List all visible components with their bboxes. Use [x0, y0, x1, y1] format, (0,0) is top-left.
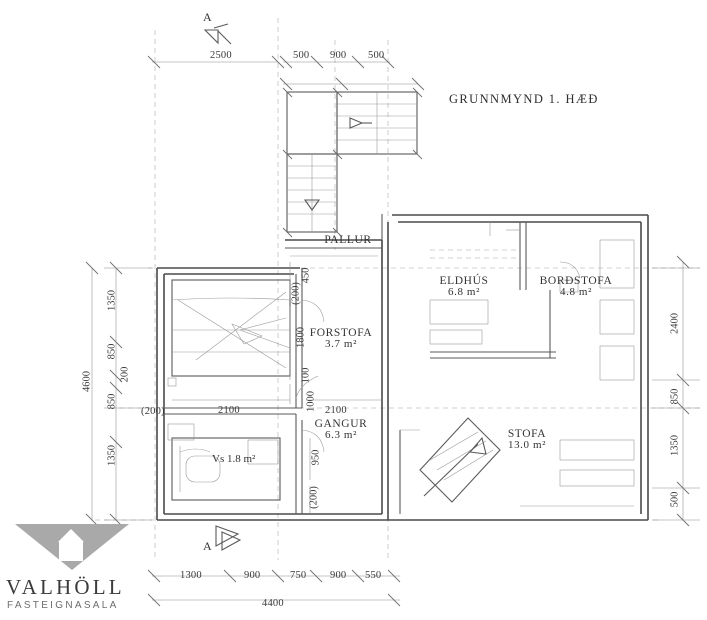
- dim-left-850-bottom: 850: [106, 393, 118, 410]
- dim-top-900: 900: [330, 50, 347, 61]
- room-label-forstofa: FORSTOFA 3.7 m²: [300, 327, 382, 351]
- dim-left-850-top: 850: [106, 343, 118, 360]
- dim-interior-2100-left: 2100: [218, 405, 240, 416]
- dim-bottom-total-4400: 4400: [262, 598, 284, 609]
- exterior-walls: [156, 214, 649, 521]
- room-area: 6.8 m²: [448, 286, 480, 299]
- deck-and-stairs: [282, 87, 423, 238]
- room-name: GANGUR: [314, 418, 368, 430]
- dim-bottom-900-a: 900: [244, 570, 261, 581]
- logo-house-roof-icon: [58, 529, 84, 542]
- wc-area-label: Vs 1.8 m²: [212, 453, 256, 465]
- room-area: 6.3 m²: [325, 429, 357, 442]
- dim-bottom-900-b: 900: [330, 570, 347, 581]
- logo-tagline-text: FASTEIGNASALA: [7, 600, 119, 611]
- door-swings: [295, 268, 325, 453]
- dim-interior-200-c: (200): [308, 486, 320, 509]
- dim-right-850: 850: [669, 388, 681, 405]
- dim-interior-1000: 1000: [305, 391, 317, 413]
- dim-top-500-b: 500: [368, 50, 385, 61]
- dim-top-2500: 2500: [210, 50, 232, 61]
- logo-house-body-icon: [59, 541, 83, 561]
- dim-interior-2100-right: 2100: [325, 405, 347, 416]
- dim-left-1350-top: 1350: [106, 290, 118, 312]
- section-marker-bottom-label: A: [203, 539, 212, 553]
- top-dimension-chain: [147, 55, 425, 91]
- dim-right-1350: 1350: [669, 435, 681, 457]
- room-name: FORSTOFA: [309, 327, 373, 339]
- room-area: 13.0 m²: [507, 439, 547, 452]
- interior-dimension-lines: [172, 262, 382, 514]
- dim-bottom-1300: 1300: [180, 570, 202, 581]
- dim-interior-1800: 1800: [295, 327, 307, 349]
- room-label-gangur: GANGUR 6.3 m²: [303, 418, 379, 442]
- room-name: BORÐSTOFA: [539, 275, 613, 287]
- dim-top-500-a: 500: [293, 50, 310, 61]
- room-label-pallur: PALLUR: [313, 234, 383, 246]
- bottom-dimension-chain: [147, 569, 401, 607]
- dim-bottom-550: 550: [365, 570, 382, 581]
- kitchen-dining-fixtures: [429, 222, 635, 381]
- right-dimension-chain: [652, 255, 700, 527]
- dim-interior-200-a: (200): [290, 282, 302, 305]
- dim-right-2400: 2400: [669, 313, 681, 335]
- room-label-bordstofa: BORÐSTOFA 4.8 m²: [530, 275, 622, 299]
- dim-interior-950: 950: [310, 449, 322, 466]
- room-label-eldhus: ELDHÚS 6.8 m²: [428, 275, 500, 299]
- dim-interior-200-b: (200): [141, 406, 165, 417]
- dim-left-total-4600: 4600: [81, 371, 93, 393]
- stofa-stair: [399, 417, 635, 514]
- room-area: 3.7 m²: [325, 338, 357, 351]
- room-name: STOFA: [507, 428, 547, 440]
- interior-walls: [164, 268, 303, 514]
- room-name: ELDHÚS: [439, 275, 489, 287]
- dim-interior-450: 450: [300, 267, 312, 284]
- section-marker-top-label: A: [203, 10, 212, 24]
- logo-brand-text: VALHÖLL: [6, 575, 125, 599]
- left-dimension-chain: [85, 261, 152, 527]
- section-arrow-bottom: [215, 525, 242, 551]
- section-arrow-top: [203, 23, 232, 45]
- room-label-stofa: STOFA 13.0 m²: [490, 428, 564, 452]
- room-name: PALLUR: [324, 234, 372, 246]
- valholl-logo: VALHÖLL FASTEIGNASALA: [6, 524, 136, 616]
- dim-left-200: 200: [119, 366, 131, 383]
- dim-right-500: 500: [669, 491, 681, 508]
- dim-bottom-750: 750: [290, 570, 307, 581]
- room-area: 4.8 m²: [560, 286, 592, 299]
- dim-left-1350-bottom: 1350: [106, 445, 118, 467]
- page-title: GRUNNMYND 1. HÆÐ: [449, 92, 599, 106]
